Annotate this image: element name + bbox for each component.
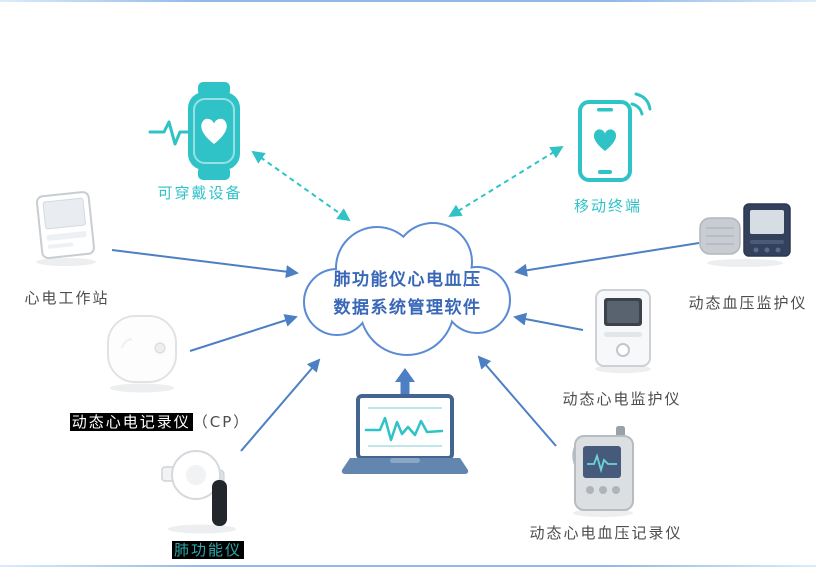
ecg-workstation-image (35, 191, 96, 266)
ecg-bp-recorder-node (566, 426, 641, 522)
spirometer-node (160, 444, 245, 540)
cloud-title-line2: 数据系统管理软件 (333, 298, 482, 318)
holter-label-highlight: 动态心电记录仪 (69, 413, 193, 431)
arrow-ecg-bp-recorder-cloud (477, 355, 557, 447)
heart-icon (593, 129, 617, 151)
signal-wave-icon (630, 102, 644, 116)
mobile-node (570, 88, 652, 192)
ecg-pulse-line (148, 120, 192, 146)
cloud-node: 肺功能仪心电血压 数据系统管理软件 (295, 200, 520, 360)
smartwatch-icon (148, 82, 240, 180)
arrow-abp-cloud (514, 242, 700, 277)
wearable-node (148, 80, 263, 186)
label-ecg-workstation: 心电工作站 (24, 289, 110, 307)
label-holter-recorder: 动态心电记录仪（CP） (45, 411, 275, 432)
cloud-icon (303, 222, 511, 356)
abp-monitor-node (698, 198, 793, 274)
holter-recorder-image (107, 315, 177, 393)
label-abp-monitor: 动态血压监护仪 (688, 294, 808, 312)
smartphone-icon (578, 92, 652, 182)
label-ecg-monitor: 动态心电监护仪 (562, 390, 682, 408)
laptop-node (338, 394, 472, 484)
spirometer-image (161, 450, 236, 534)
heart-icon (201, 118, 227, 144)
label-mobile: 移动终端 (573, 197, 642, 215)
cloud-title: 肺功能仪心电血压 数据系统管理软件 (295, 266, 520, 322)
ecg-waveform (364, 416, 444, 442)
arrow-spirometer-cloud (240, 358, 321, 452)
spirometer-label-highlight: 肺功能仪 (171, 541, 244, 559)
laptop-icon (341, 394, 469, 474)
holter-recorder-node (102, 310, 182, 399)
ecg-bp-recorder-image (572, 426, 634, 517)
page-top-rule (0, 0, 816, 2)
arrow-wearable-cloud (251, 150, 351, 222)
arrow-workstation-cloud (111, 249, 299, 279)
holter-label-suffix: （CP） (192, 413, 251, 431)
arrow-holter-cloud (189, 314, 298, 352)
ecg-monitor-node (588, 288, 658, 378)
page-bottom-rule (0, 565, 816, 567)
abp-monitor-image (699, 203, 791, 267)
ecg-workstation-node (26, 190, 106, 274)
label-ecg-bp-recorder: 动态心电血压记录仪 (529, 524, 683, 542)
arrow-ecg-monitor-cloud (513, 312, 584, 331)
ecg-monitor-image (595, 289, 651, 373)
label-wearable: 可穿戴设备 (157, 184, 243, 202)
label-spirometer: 肺功能仪 (148, 539, 268, 560)
arrow-mobile-cloud (448, 145, 564, 218)
cloud-title-line1: 肺功能仪心电血压 (333, 270, 482, 290)
